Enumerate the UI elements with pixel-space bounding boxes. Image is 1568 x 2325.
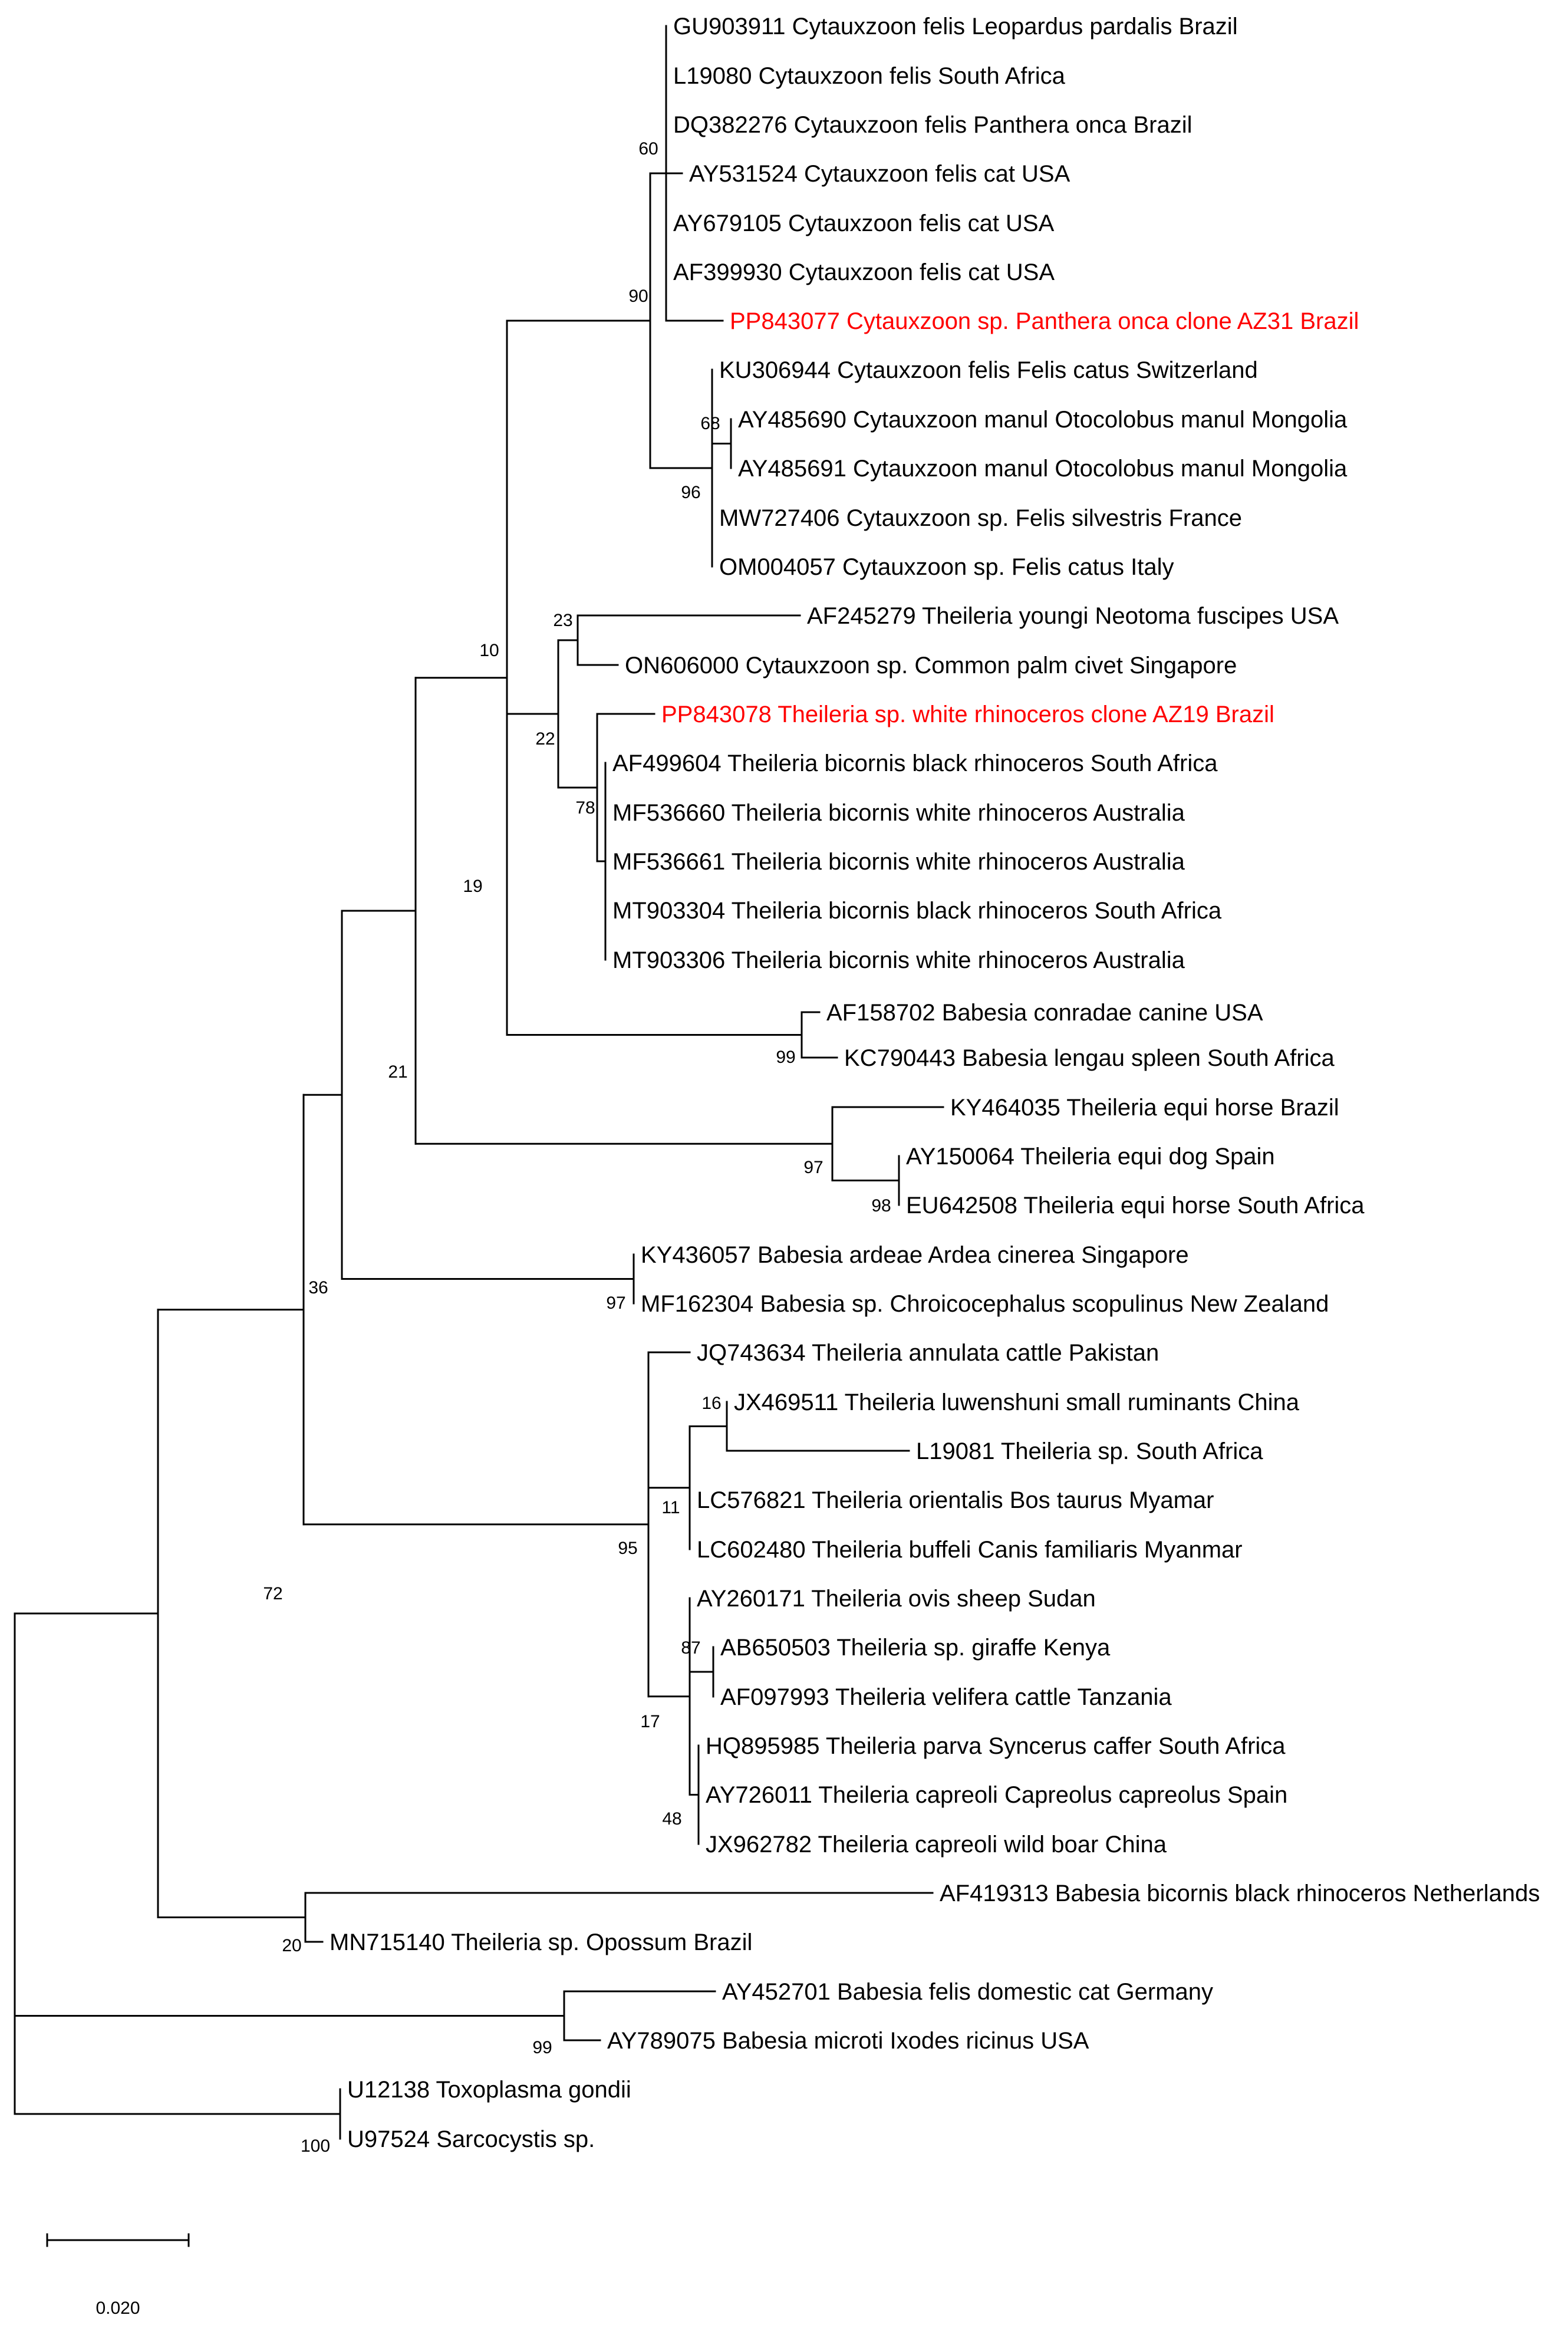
leaf-label: ON606000 Cytauxzoon sp. Common palm cive…	[625, 653, 1237, 679]
leaf-label: KY436057 Babesia ardeae Ardea cinerea Si…	[641, 1242, 1189, 1268]
leaf-label: AF097993 Theileria velifera cattle Tanza…	[720, 1684, 1172, 1710]
bootstrap-label: 99	[532, 2038, 552, 2057]
leaf-label: DQ382276 Cytauxzoon felis Panthera onca …	[673, 112, 1193, 138]
bootstrap-label: 20	[282, 1936, 301, 1955]
bootstrap-label: 100	[301, 2136, 330, 2156]
bootstrap-label: 68	[700, 414, 720, 433]
bootstrap-values: 60 68 96 90 23 78 22 10 99 19 98 97 21 97 36 16 11 87 48 17…	[263, 139, 891, 2156]
bootstrap-label: 98	[871, 1196, 891, 1216]
bootstrap-label: 60	[638, 139, 658, 159]
leaf-label: AY260171 Theileria ovis sheep Sudan	[697, 1586, 1096, 1612]
leaf-label: KU306944 Cytauxzoon felis Felis catus Sw…	[719, 357, 1258, 383]
leaf-label: MF162304 Babesia sp. Chroicocephalus sco…	[641, 1291, 1329, 1317]
leaf-label: AF499604 Theileria bicornis black rhinoc…	[612, 750, 1218, 776]
leaf-label: L19081 Theileria sp. South Africa	[916, 1438, 1263, 1464]
leaf-label: OM004057 Cytauxzoon sp. Felis catus Ital…	[719, 554, 1174, 580]
bootstrap-label: 87	[681, 1638, 700, 1658]
bootstrap-label: 72	[263, 1584, 282, 1603]
leaf-label: AY485690 Cytauxzoon manul Otocolobus man…	[738, 407, 1348, 433]
leaf-label: LC576821 Theileria orientalis Bos taurus…	[697, 1487, 1214, 1513]
leaf-label: GU903911 Cytauxzoon felis Leopardus pard…	[673, 14, 1238, 39]
leaf-label: JQ743634 Theileria annulata cattle Pakis…	[697, 1340, 1159, 1366]
bootstrap-label: 21	[388, 1062, 407, 1082]
leaf-label: MT903304 Theileria bicornis black rhinoc…	[612, 898, 1222, 924]
leaf-label: PP843078 Theileria sp. white rhinoceros …	[661, 702, 1274, 727]
leaf-label: L19080 Cytauxzoon felis South Africa	[673, 63, 1066, 89]
bootstrap-label: 22	[535, 729, 555, 749]
leaf-label: JX962782 Theileria capreoli wild boar Ch…	[706, 1832, 1167, 1858]
leaf-label: AY452701 Babesia felis domestic cat Germ…	[722, 1979, 1213, 2005]
scale-bar-label: 0.020	[95, 2298, 140, 2318]
bootstrap-label: 36	[308, 1278, 328, 1297]
leaf-label: MT903306 Theileria bicornis white rhinoc…	[612, 947, 1185, 973]
leaf-label: AF419313 Babesia bicornis black rhinocer…	[940, 1881, 1540, 1906]
leaf-label: LC602480 Theileria buffeli Canis familia…	[697, 1537, 1243, 1563]
bootstrap-label: 95	[618, 1539, 637, 1558]
bootstrap-label: 16	[701, 1394, 721, 1413]
leaf-label: AF399930 Cytauxzoon felis cat USA	[673, 259, 1055, 285]
bootstrap-label: 96	[681, 483, 700, 502]
leaf-label: HQ895985 Theileria parva Syncerus caffer…	[706, 1733, 1286, 1759]
scale-bar: 0.020	[46, 2233, 190, 2318]
leaf-label: AF245279 Theileria youngi Neotoma fuscip…	[807, 603, 1339, 629]
leaf-label: AB650503 Theileria sp. giraffe Kenya	[720, 1635, 1111, 1661]
leaf-label: JX469511 Theileria luwenshuni small rumi…	[734, 1389, 1300, 1415]
leaf-label: U12138 Toxoplasma gondii	[347, 2077, 631, 2103]
bootstrap-label: 97	[606, 1293, 625, 1313]
bootstrap-label: 78	[575, 798, 595, 818]
leaf-label: EU642508 Theileria equi horse South Afri…	[906, 1193, 1365, 1219]
leaf-label: KY464035 Theileria equi horse Brazil	[950, 1095, 1339, 1121]
leaf-label: AY679105 Cytauxzoon felis cat USA	[673, 210, 1055, 236]
leaf-label: PP843077 Cytauxzoon sp. Panthera onca cl…	[730, 308, 1359, 334]
leaf-label: MW727406 Cytauxzoon sp. Felis silvestris…	[719, 505, 1242, 531]
bootstrap-label: 10	[479, 641, 499, 660]
leaf-label: AY150064 Theileria equi dog Spain	[906, 1144, 1275, 1170]
bootstrap-label: 19	[463, 877, 482, 896]
leaf-label: AF158702 Babesia conradae canine USA	[826, 1000, 1263, 1026]
leaf-label: MN715140 Theileria sp. Opossum Brazil	[330, 1929, 752, 1955]
bootstrap-label: 90	[628, 286, 648, 306]
bootstrap-label: 23	[553, 611, 572, 630]
leaf-label: MF536661 Theileria bicornis white rhinoc…	[612, 849, 1185, 875]
leaf-label: AY789075 Babesia microti Ixodes ricinus …	[607, 2028, 1089, 2054]
leaf-labels: GU903911 Cytauxzoon felis Leopardus pard…	[330, 14, 1540, 2152]
leaf-label: AY485691 Cytauxzoon manul Otocolobus man…	[738, 456, 1348, 482]
bootstrap-label: 48	[662, 1809, 681, 1829]
leaf-label: U97524 Sarcocystis sp.	[347, 2126, 595, 2152]
bootstrap-label: 11	[661, 1498, 680, 1517]
leaf-label: AY531524 Cytauxzoon felis cat USA	[689, 161, 1070, 187]
leaf-label: KC790443 Babesia lengau spleen South Afr…	[844, 1045, 1335, 1071]
tree-branches	[14, 25, 944, 2140]
bootstrap-label: 97	[803, 1158, 823, 1177]
leaf-label: AY726011 Theileria capreoli Capreolus ca…	[706, 1782, 1287, 1808]
bootstrap-label: 17	[640, 1712, 660, 1731]
leaf-label: MF536660 Theileria bicornis white rhinoc…	[612, 800, 1185, 826]
bootstrap-label: 99	[776, 1048, 795, 1067]
